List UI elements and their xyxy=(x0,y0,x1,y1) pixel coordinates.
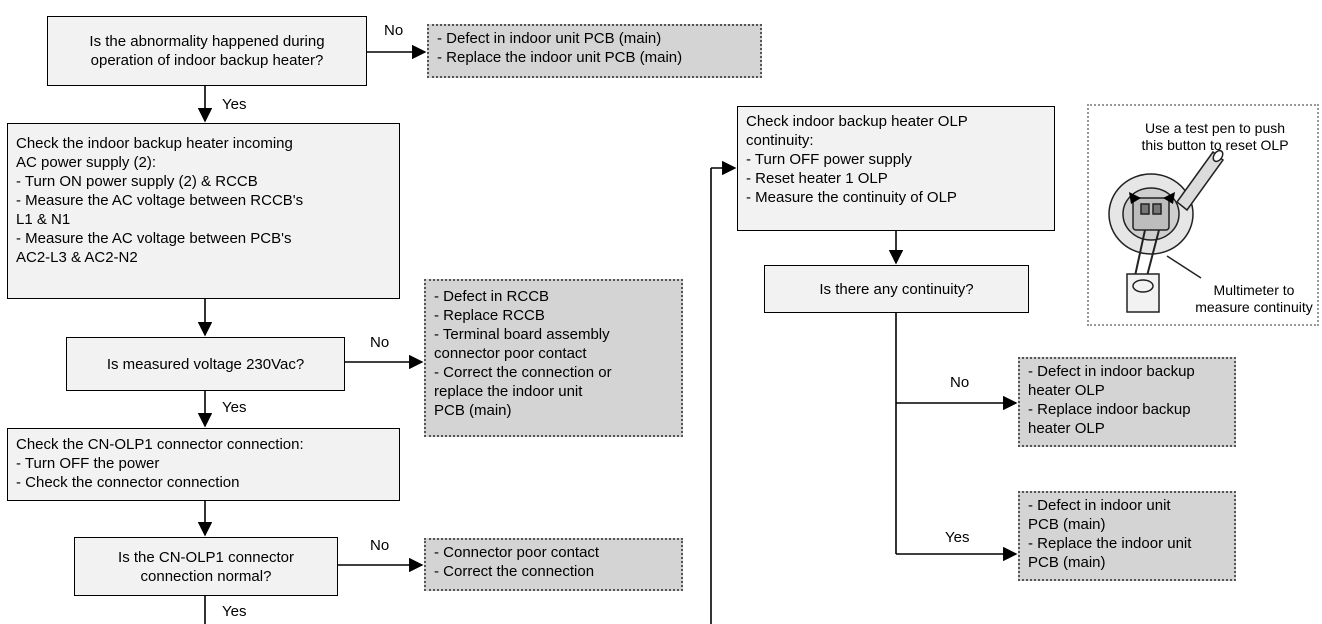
check-olp-continuity: Check indoor backup heater OLP continuit… xyxy=(737,106,1055,231)
decision-abnormality-during-heater: Is the abnormality happened during opera… xyxy=(47,16,367,86)
check3-line4: - Reset heater 1 OLP xyxy=(746,170,888,187)
result3-line1: - Connector poor contact xyxy=(434,544,600,561)
check-cn-olp1-connector: Check the CN-OLP1 connector connection: … xyxy=(7,428,400,501)
photo-caption-bottom-line1: Multimeter to xyxy=(1213,282,1295,298)
result4-line1: - Defect in indoor backup xyxy=(1028,363,1195,380)
olp-device-drawing xyxy=(1108,149,1225,313)
label-no-2: No xyxy=(370,334,390,351)
result-defect-heater-olp: - Defect in indoor backup heater OLP - R… xyxy=(1018,357,1236,447)
result2-line5: - Correct the connection or xyxy=(434,364,612,381)
decision1-line1: Is the abnormality happened during xyxy=(89,33,325,50)
photo-caption-bottom-line2: measure continuity xyxy=(1195,299,1313,315)
result2-line2: - Replace RCCB xyxy=(434,307,545,324)
photo-caption-bottom: Multimeter to measure continuity xyxy=(1189,282,1319,316)
result-defect-indoor-pcb-2: - Defect in indoor unit PCB (main) - Rep… xyxy=(1018,491,1236,581)
check3-line2: continuity: xyxy=(746,132,814,149)
check3-line3: - Turn OFF power supply xyxy=(746,151,912,168)
label-no-4: No xyxy=(950,374,970,391)
decision-connector-normal: Is the CN-OLP1 connector connection norm… xyxy=(74,537,338,596)
result-defect-rccb: - Defect in RCCB - Replace RCCB - Termin… xyxy=(424,279,683,437)
result2-line1: - Defect in RCCB xyxy=(434,288,550,305)
decision1-line2: operation of indoor backup heater? xyxy=(90,52,324,69)
check1-line4: - Measure the AC voltage between RCCB's xyxy=(16,192,304,209)
label-no-1: No xyxy=(384,22,404,39)
check2-line1: Check the CN-OLP1 connector connection: xyxy=(16,436,304,453)
label-yes-4: Yes xyxy=(945,529,970,546)
decision3-line2: connection normal? xyxy=(140,567,272,585)
photo-caption-top-line1: Use a test pen to push xyxy=(1144,120,1286,136)
result4-line4: heater OLP xyxy=(1028,420,1105,437)
label-yes-3: Yes xyxy=(222,603,247,620)
result2-line4: connector poor contact xyxy=(434,345,587,362)
decision-any-continuity: Is there any continuity? xyxy=(764,265,1029,313)
check-ac-power-supply: Check the indoor backup heater incoming … xyxy=(7,123,400,299)
check1-line6: - Measure the AC voltage between PCB's xyxy=(16,230,292,247)
check1-line5: L1 & N1 xyxy=(16,211,71,228)
check2-line3: - Check the connector connection xyxy=(16,474,240,491)
result2-line7: PCB (main) xyxy=(434,402,512,419)
photo-caption-top-line2: this button to reset OLP xyxy=(1141,137,1289,153)
decision-measured-voltage: Is measured voltage 230Vac? xyxy=(66,337,345,391)
result1-line2: - Replace the indoor unit PCB (main) xyxy=(437,49,683,66)
photo-caption-top: Use a test pen to push this button to re… xyxy=(1115,120,1315,154)
result5-line2: PCB (main) xyxy=(1028,516,1106,533)
result-connector-poor-contact: - Connector poor contact - Correct the c… xyxy=(424,538,683,591)
check2-line2: - Turn OFF the power xyxy=(16,455,160,472)
label-yes-2: Yes xyxy=(222,399,247,416)
decision2-text: Is measured voltage 230Vac? xyxy=(106,355,305,373)
label-no-3: No xyxy=(370,537,390,554)
result5-line1: - Defect in indoor unit xyxy=(1028,497,1171,514)
check1-line2: AC power supply (2): xyxy=(16,154,157,171)
result4-line2: heater OLP xyxy=(1028,382,1105,399)
check3-line1: Check indoor backup heater OLP xyxy=(746,113,968,130)
result-defect-indoor-pcb-1: - Defect in indoor unit PCB (main) - Rep… xyxy=(427,24,762,78)
result5-line4: PCB (main) xyxy=(1028,554,1106,571)
result3-line2: - Correct the connection xyxy=(434,563,595,580)
decision4-text: Is there any continuity? xyxy=(819,280,974,298)
check3-line5: - Measure the continuity of OLP xyxy=(746,189,957,206)
result1-line1: - Defect in indoor unit PCB (main) xyxy=(437,30,662,47)
check1-line3: - Turn ON power supply (2) & RCCB xyxy=(16,173,258,190)
check1-line1: Check the indoor backup heater incoming xyxy=(16,135,293,152)
olp-reset-illustration: Use a test pen to push this button to re… xyxy=(1087,104,1319,326)
result5-line3: - Replace the indoor unit xyxy=(1028,535,1192,552)
label-yes-1: Yes xyxy=(222,96,247,113)
result4-line3: - Replace indoor backup xyxy=(1028,401,1191,418)
result2-line6: replace the indoor unit xyxy=(434,383,583,400)
decision3-line1: Is the CN-OLP1 connector xyxy=(118,548,294,566)
check1-line7: AC2-L3 & AC2-N2 xyxy=(16,249,138,266)
result2-line3: - Terminal board assembly xyxy=(434,326,610,343)
